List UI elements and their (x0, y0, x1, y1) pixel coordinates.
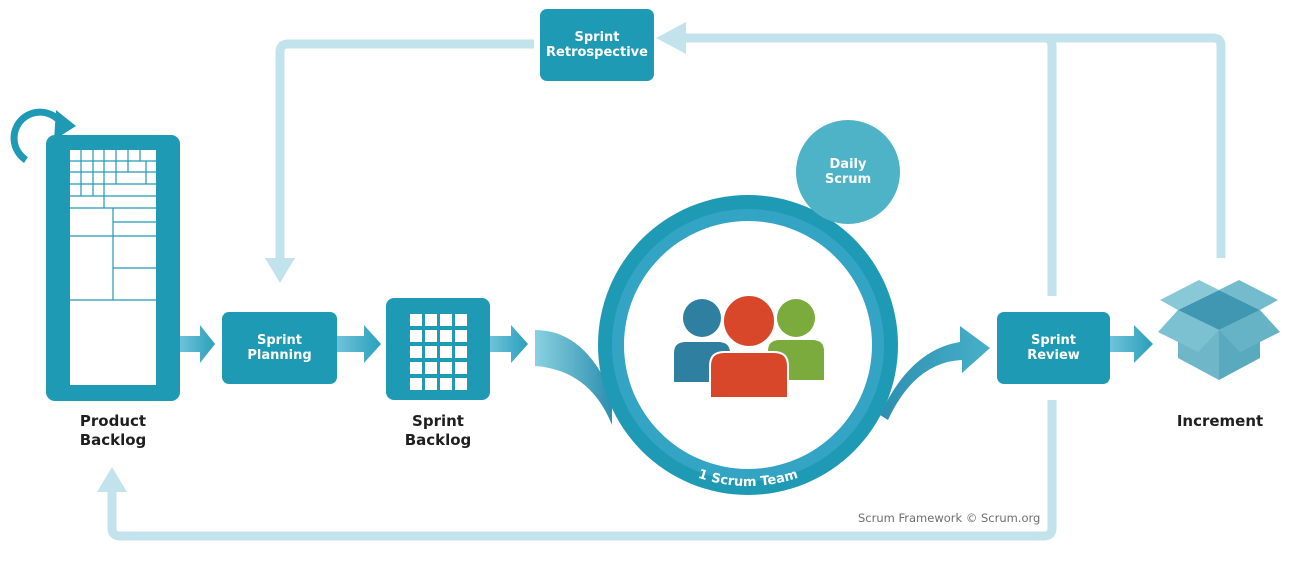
product-backlog-label-line2: Backlog (79, 431, 147, 449)
sprint-backlog-task (425, 314, 437, 326)
sprint-backlog-task (440, 314, 452, 326)
increment-to-retrospective-path (680, 33, 1226, 258)
sprint-retrospective-label-line1: Sprint (574, 30, 620, 45)
arrowhead-down-icon (265, 258, 295, 283)
product-backlog-box (46, 135, 180, 401)
sprint-review-box (997, 312, 1110, 384)
sprint-backlog-task (455, 330, 467, 342)
sprint-planning-label-line1: Sprint (256, 333, 302, 348)
increment-label: Increment (1176, 412, 1264, 430)
review-to-retrospective-path (1043, 33, 1057, 296)
sprint-backlog-label-line2: Backlog (404, 431, 472, 449)
sprint-backlog-task (410, 362, 422, 374)
sweep-into-cycle (535, 330, 612, 425)
scrum-team-icon (674, 294, 824, 399)
sprint-backlog-task (440, 378, 452, 390)
product-backlog-label: Product Backlog (56, 412, 170, 450)
arrowhead-up-icon (97, 467, 127, 492)
sprint-retrospective-label-line2: Retrospective (546, 45, 648, 60)
scrum-team-label: 1 Scrum Team (696, 467, 799, 490)
arrow-sprint-backlog-to-cycle (490, 325, 528, 363)
sprint-backlog-task (455, 362, 467, 374)
sprint-planning-label: Sprint Planning (222, 312, 337, 384)
daily-scrum-label-line1: Daily (829, 157, 867, 172)
sprint-retrospective-label: Sprint Retrospective (540, 9, 654, 81)
retrospective-to-planning-path (275, 39, 534, 262)
sprint-backlog-task (440, 346, 452, 358)
retrospective-loop (107, 33, 1226, 541)
sprint-backlog-label-line1: Sprint (412, 412, 464, 430)
daily-scrum-label: Daily Scrum (796, 152, 900, 192)
sprint-backlog-task (410, 378, 422, 390)
copyright-credit: Scrum Framework © Scrum.org (858, 511, 1041, 525)
sprint-backlog-task (455, 378, 467, 390)
daily-scrum-label-line2: Scrum (824, 172, 872, 187)
sprint-backlog-task (455, 314, 467, 326)
sprint-backlog-task (410, 346, 422, 358)
sprint-planning-label-line2: Planning (247, 348, 312, 363)
refinement-arrowhead-icon (54, 110, 76, 140)
review-to-product-backlog-path (107, 400, 1057, 541)
sprint-backlog-task (410, 314, 422, 326)
daily-scrum-bubble (796, 120, 900, 224)
sweep-out-of-cycle (880, 326, 990, 420)
sprint-review-label-line2: Review (1027, 348, 1080, 363)
sprint-backlog-box (386, 298, 490, 400)
sprint-backlog-task (425, 346, 437, 358)
arrow-backlog-to-planning (180, 325, 215, 363)
sprint-backlog-task (440, 330, 452, 342)
sprint-planning-box (222, 312, 337, 384)
arrowhead-left-icon (656, 22, 686, 54)
sprint-backlog-task (425, 362, 437, 374)
increment-box-icon (1158, 280, 1280, 380)
sprint-backlog-task (425, 378, 437, 390)
sprint-backlog-grid (410, 314, 467, 390)
sprint-backlog-task (410, 330, 422, 342)
flow-arrows (180, 325, 1153, 363)
sprint-backlog-task (425, 330, 437, 342)
sprint-backlog-label: Sprint Backlog (384, 412, 492, 450)
sprint-backlog-task (455, 346, 467, 358)
sprint-review-label-line1: Sprint (1030, 333, 1076, 348)
sprint-backlog-task (440, 362, 452, 374)
arrow-planning-to-sprint-backlog (337, 325, 381, 363)
arrow-review-to-increment (1110, 325, 1153, 363)
sprint-review-label: Sprint Review (997, 312, 1110, 384)
backlog-items-grid (70, 150, 156, 301)
sprint-retrospective-box (540, 9, 654, 81)
product-backlog-label-line1: Product (79, 412, 147, 430)
team-member-center-icon (709, 294, 789, 399)
